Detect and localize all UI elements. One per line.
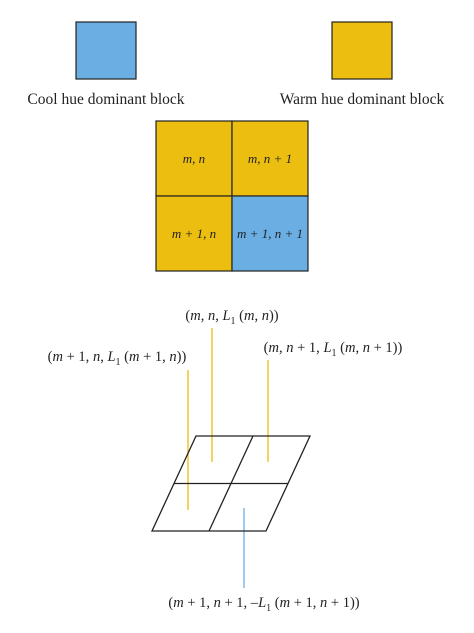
cell-m-n	[155, 120, 233, 197]
cool-legend-swatch	[75, 21, 137, 80]
warm-legend-label: Warm hue dominant block	[280, 91, 445, 108]
plane-mid-vertical	[208, 435, 254, 532]
projected-plane	[150, 435, 312, 532]
cell-label: m + 1, n	[172, 226, 216, 241]
cell-label: m, n + 1	[248, 151, 292, 166]
cell-m1-n1	[231, 195, 309, 272]
cool-legend-label: Cool hue dominant block	[27, 91, 184, 108]
coord-label-top: (m, n, L1 (m, n))	[185, 308, 278, 327]
coord-label-right: (m, n + 1, L1 (m, n + 1))	[264, 340, 403, 359]
coord-label-left: (m + 1, n, L1 (m + 1, n))	[48, 349, 187, 368]
cell-label: m, n	[183, 151, 205, 166]
cell-m1-n	[155, 195, 233, 272]
cell-m-n1	[231, 120, 309, 197]
warm-legend-swatch	[331, 21, 393, 80]
cell-label: m + 1, n + 1	[237, 226, 303, 241]
block-grid: m, n m, n + 1 m + 1, n m + 1, n + 1	[155, 120, 309, 272]
plane-outline	[150, 435, 312, 532]
coord-label-bottom: (m + 1, n + 1, –L1 (m + 1, n + 1))	[168, 595, 359, 614]
